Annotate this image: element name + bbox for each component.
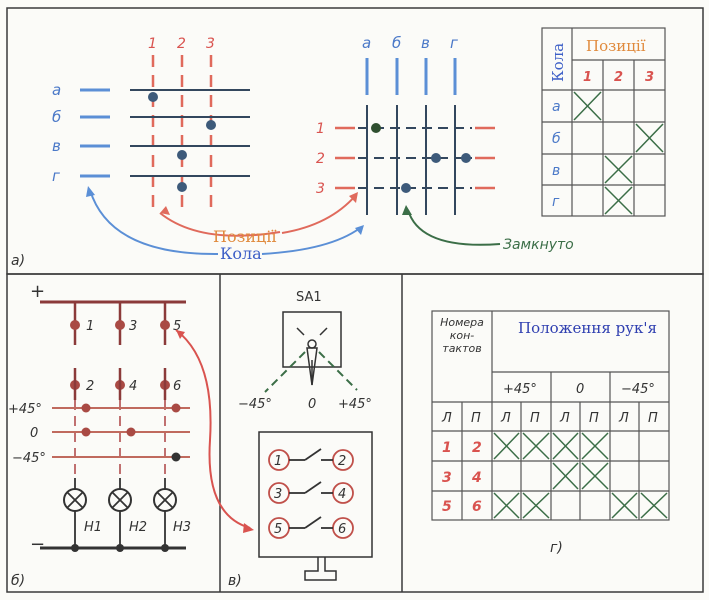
lamp-h2: Н2 — [129, 520, 147, 535]
g-row-2-l: 3 — [442, 470, 452, 486]
row-position-1: 1 — [316, 121, 325, 137]
panel-v: SA1 −45° 0 +45° 1 2 3 4 5 6 в) — [228, 290, 373, 589]
contact-5: 5 — [173, 319, 181, 334]
caption-b: б) — [11, 573, 25, 589]
circuit-label-v: в — [52, 137, 61, 155]
label-circuits: Кола — [220, 244, 262, 263]
switch-name: SA1 — [296, 290, 322, 305]
g-row-1-l: 1 — [442, 440, 452, 456]
table-a-row-b: б — [552, 131, 561, 147]
g-angle-plus45: +45° — [503, 382, 537, 397]
g-row-3-l: 5 — [442, 499, 452, 515]
g-angle-minus45: −45° — [621, 382, 655, 397]
table-a-col-2: 2 — [614, 70, 623, 85]
g-sub-l: Л — [441, 411, 452, 426]
position-label-3: 3 — [206, 36, 215, 52]
g-sub-l-1: Л — [500, 411, 511, 426]
panel-b: + 1 3 5 2 4 6 +45° — [8, 281, 191, 589]
contact-3: 3 — [129, 319, 137, 334]
table-a-circuits-header: Кола — [549, 43, 567, 82]
circuit-top-b: б — [392, 34, 401, 52]
g-row-2-p: 4 — [471, 470, 482, 486]
g-sub-p-1: П — [530, 411, 540, 426]
lamp-h1: Н1 — [84, 520, 102, 535]
table-a — [541, 27, 666, 217]
caption-v: в) — [228, 573, 242, 589]
link-arrow — [175, 329, 251, 529]
table-a-row-a: а — [552, 99, 561, 115]
contact-4: 4 — [129, 379, 137, 394]
table-a-row-g: г — [552, 194, 560, 210]
circuit-top-v: в — [421, 34, 430, 52]
table-a-col-1: 1 — [583, 70, 592, 85]
contact-6: 6 — [173, 379, 181, 394]
g-sub-p-2: П — [589, 411, 599, 426]
row-position-2: 2 — [316, 151, 325, 167]
handle-header: Положення рук'я — [518, 319, 657, 337]
switch-contact-1: 1 — [274, 454, 282, 469]
g-sub-p-3: П — [648, 411, 658, 426]
lamp-h3: Н3 — [173, 520, 191, 535]
angle-plus45: +45° — [8, 402, 42, 417]
contacts-header: Номера кон-тактов — [440, 316, 484, 355]
contact-2: 2 — [86, 379, 94, 394]
angle-mid: 0 — [308, 397, 316, 412]
g-row-3-p: 6 — [472, 499, 482, 515]
table-a-col-3: 3 — [645, 70, 654, 85]
angle-minus45: −45° — [12, 451, 46, 466]
circuit-label-b: б — [52, 108, 61, 126]
circuit-label-a: а — [52, 81, 61, 99]
label-closed: Замкнуто — [503, 237, 574, 253]
g-sub-l-2: Л — [559, 411, 570, 426]
angle-left: −45° — [238, 397, 272, 412]
plus-sign: + — [30, 281, 45, 302]
caption-a: а) — [11, 253, 25, 269]
caption-g: г) — [550, 540, 563, 556]
angle-right: +45° — [338, 397, 372, 412]
switch-contact-5: 5 — [274, 522, 282, 537]
switch-contact-3: 3 — [274, 487, 282, 502]
circuit-top-a: а — [362, 34, 371, 52]
g-angle-zero: 0 — [576, 382, 584, 397]
table-a-row-v: в — [552, 163, 560, 179]
label-positions: Позиції — [213, 227, 277, 246]
switch-contact-2: 2 — [338, 454, 346, 469]
position-label-2: 2 — [177, 36, 186, 52]
position-label-1: 1 — [148, 36, 157, 52]
angle-zero: 0 — [30, 426, 38, 441]
contact-1: 1 — [86, 319, 94, 334]
row-position-3: 3 — [316, 181, 325, 197]
g-sub-p: П — [471, 411, 481, 426]
circuit-top-g: г — [450, 34, 458, 52]
panel-a: а б в г 1 2 3 а б в г — [11, 27, 666, 269]
panel-g: Номера кон-тактов Положення рук'я +45° 0… — [431, 310, 670, 556]
minus-sign: − — [30, 534, 45, 555]
g-sub-l-3: Л — [618, 411, 629, 426]
table-a-positions-header: Позиції — [586, 37, 646, 55]
switch-contact-6: 6 — [338, 522, 346, 537]
switch-contact-4: 4 — [338, 487, 346, 502]
circuit-label-g: г — [52, 167, 60, 185]
frame-bottom — [6, 273, 704, 593]
g-row-1-p: 2 — [472, 440, 482, 456]
